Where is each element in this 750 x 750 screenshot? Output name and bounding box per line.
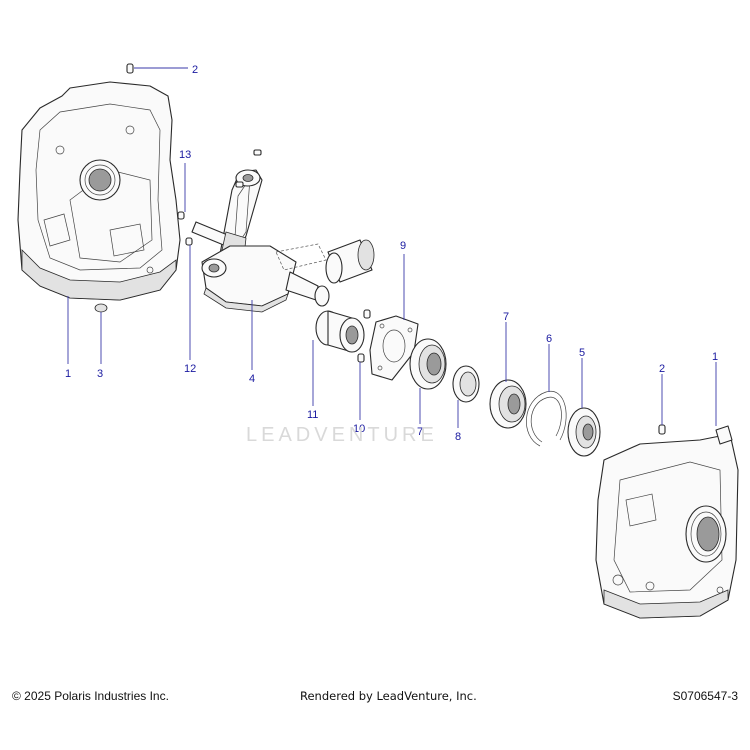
leader-lines — [67, 67, 717, 428]
retainer-plate-9[interactable] — [369, 315, 419, 381]
pin-10[interactable] — [357, 309, 371, 363]
snap-ring-6[interactable] — [526, 390, 567, 447]
callout-2-top[interactable]: 2 — [192, 64, 198, 76]
callout-8[interactable]: 8 — [455, 431, 461, 443]
callout-5[interactable]: 5 — [579, 347, 585, 359]
diagram-reference: S0706547-3 — [672, 689, 738, 703]
ball-bearing-11[interactable] — [315, 310, 365, 353]
callouts: 2 13 1 3 12 4 9 11 10 7 7 8 6 5 2 1 — [65, 64, 718, 443]
rendered-by-text: Rendered by LeadVenture, Inc. — [300, 689, 477, 703]
bearing-7a[interactable] — [409, 338, 447, 390]
left-crankcase[interactable] — [17, 81, 181, 301]
callout-13[interactable]: 13 — [179, 149, 191, 161]
callout-11[interactable]: 11 — [307, 409, 318, 421]
callout-7-top[interactable]: 7 — [503, 311, 509, 323]
copyright-text: © 2025 Polaris Industries Inc. — [12, 689, 169, 703]
callout-4[interactable]: 4 — [249, 373, 255, 385]
callout-3[interactable]: 3 — [97, 368, 103, 380]
bearing-7b[interactable] — [489, 379, 527, 429]
callout-10[interactable]: 10 — [353, 423, 365, 435]
watermark: LEADVENTURE — [246, 424, 438, 446]
plug[interactable] — [94, 303, 108, 313]
callout-9[interactable]: 9 — [400, 240, 406, 252]
oil-seal-5[interactable] — [567, 407, 601, 457]
callout-6[interactable]: 6 — [546, 333, 552, 345]
callout-7-bottom[interactable]: 7 — [417, 426, 423, 438]
dowel-pin-top[interactable] — [126, 63, 134, 74]
dowel-pin-right[interactable] — [658, 424, 666, 435]
crank-sleeve[interactable] — [325, 239, 375, 284]
pin-13[interactable] — [177, 211, 185, 220]
callout-1-right[interactable]: 1 — [712, 351, 718, 363]
callout-12[interactable]: 12 — [184, 363, 196, 375]
pin-12[interactable] — [185, 237, 193, 246]
callout-2-right[interactable]: 2 — [659, 363, 665, 375]
right-crankcase[interactable] — [595, 425, 739, 619]
seal-8[interactable] — [452, 365, 480, 403]
callout-1-left[interactable]: 1 — [65, 368, 71, 380]
crankshaft-assembly[interactable] — [191, 149, 330, 313]
